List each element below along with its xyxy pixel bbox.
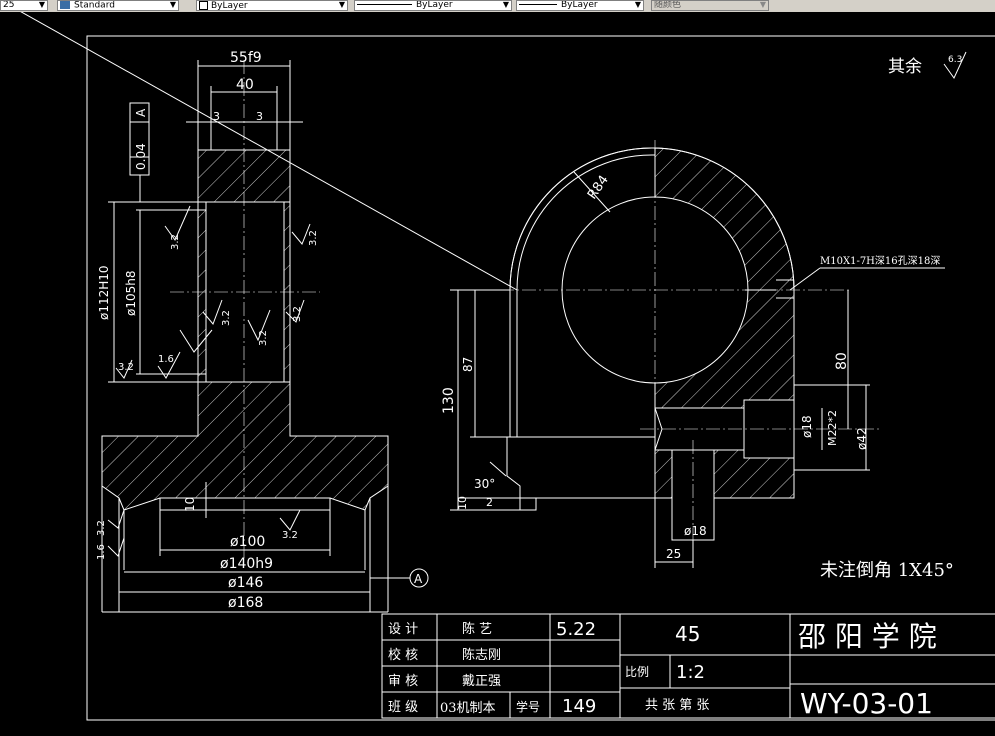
scale-value: 1:2 [676,662,705,683]
review-label: 审 核 [388,674,418,689]
roughness-7: 3.2 [118,362,134,373]
class-value: 03机制本 [440,701,496,716]
chevron-down-icon[interactable]: ▼ [38,0,46,9]
dim-m22: M22*2 [826,410,839,446]
dim-100: ø100 [230,534,265,550]
check-name: 陈志刚 [462,647,501,663]
roughness-4: 3.2 [292,306,303,322]
school-name: 邵 阳 学 院 [798,620,937,653]
check-label: 校 核 [388,647,418,663]
text-style-value: Standard [74,0,115,11]
tolerance-datum: A [134,108,148,117]
roughness-1: 3.2 [170,234,181,250]
dim-18-bore: ø18 [800,415,814,438]
dim-scale-dropdown[interactable]: 25 [0,0,48,11]
scale-label: 比例 [625,665,649,679]
color-swatch-icon [199,1,208,10]
dim-scale-value: 25 [3,0,15,10]
text-style-dropdown[interactable]: Standard [57,0,179,11]
roughness-symbol-icon [943,51,967,79]
dim-168: ø168 [228,595,263,611]
properties-toolbar: 25 ▼ Standard ▼ ByLayer ▼ ByLayer ▼ ByLa… [0,0,995,13]
dim-10-right: 10 [456,496,469,510]
dim-87: 87 [461,357,475,372]
chevron-down-icon[interactable]: ▼ [502,0,510,9]
dim-112h10: ø112H10 [97,265,111,320]
right-view-annotations: R84 130 87 80 ø18 M22*2 ø42 30° 10 2 ø18… [441,55,962,581]
line-preview-icon [519,4,557,5]
roughness-10: 1.6 [96,544,107,560]
text-style-icon [60,1,70,9]
dim-146: ø146 [228,575,263,591]
design-name: 陈 艺 [462,621,492,637]
chevron-down-icon[interactable]: ▼ [634,0,642,9]
plot-style-dropdown[interactable]: 随颜色 [651,0,769,11]
linetype-value: ByLayer [416,0,453,10]
design-date: 5.22 [556,619,596,640]
drawing-canvas[interactable]: 55f9 40 3 3 ø112H10 ø105h8 0.04 A 3.2 3.… [0,12,995,736]
chevron-down-icon[interactable]: ▼ [338,0,346,9]
roughness-9: 3.2 [96,520,107,536]
material: 45 [675,622,700,646]
lineweight-value: ByLayer [561,0,598,10]
linetype-dropdown[interactable]: ByLayer [354,0,512,11]
layer-value: ByLayer [211,1,248,11]
surface-note-label: 其余 [888,57,922,77]
plot-style-value: 随颜色 [654,0,682,10]
dim-30deg: 30° [474,477,495,491]
student-no: 149 [562,696,596,717]
dim-3-left: 3 [213,110,220,123]
title-block [381,613,995,719]
layer-dropdown[interactable]: ByLayer [196,0,348,11]
roughness-8: 3.2 [282,530,298,541]
dim-25: 25 [666,547,681,561]
surface-note-value: 6.3 [948,55,962,65]
dim-105h8: ø105h8 [124,271,138,317]
chamfer-note: 未注倒角 1X45° [820,560,954,581]
roughness-3: 3.2 [221,310,232,326]
student-no-label: 学号 [516,699,540,714]
dim-80: 80 [834,352,850,370]
lineweight-dropdown[interactable]: ByLayer [516,0,644,11]
drawing-border [86,35,995,721]
chevron-down-icon[interactable]: ▼ [169,0,177,9]
dim-18-hole: ø18 [684,524,707,538]
design-label: 设 计 [388,622,418,637]
left-view-annotations: 55f9 40 3 3 ø112H10 ø105h8 0.04 A 3.2 3.… [96,50,423,611]
review-name: 戴正强 [462,674,501,689]
tolerance-value: 0.04 [134,143,148,170]
dim-3-right: 3 [256,110,263,123]
dim-10: 10 [183,497,197,512]
sheets-label: 共 张 第 张 [645,698,709,713]
dim-2: 2 [486,496,493,509]
chevron-down-icon[interactable]: ▼ [759,0,767,9]
line-preview-icon [357,4,412,5]
dim-40: 40 [236,77,254,93]
dim-42: ø42 [855,427,869,450]
roughness-5: 3.2 [258,330,269,346]
dim-140h9: ø140h9 [220,556,273,572]
tap-note: M10X1-7H深16孔深18深 [820,255,940,267]
dim-130: 130 [441,387,457,414]
roughness-6: 1.6 [158,354,174,365]
dim-55f9: 55f9 [230,50,262,66]
drawing-number: WY-03-01 [800,687,933,720]
roughness-2: 3.2 [308,230,319,246]
section-view-left [101,60,429,613]
section-view-right [20,12,945,568]
title-block-text: 设 计 陈 艺 5.22 校 核 陈志刚 审 核 戴正强 班 级 03机制本 学… [388,619,937,720]
datum-a-label: A [414,572,423,586]
class-label: 班 级 [388,700,418,715]
